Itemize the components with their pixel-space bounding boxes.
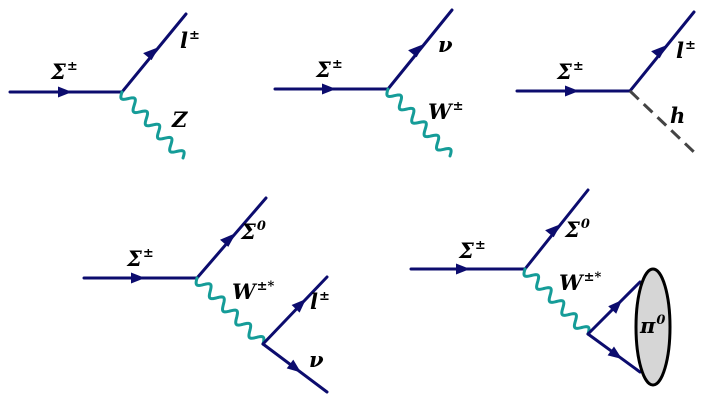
d3-lepton-arrow: [651, 45, 667, 59]
d4-sigma0-label: Σ0: [240, 219, 266, 244]
d3-higgs-scalar-line: [628, 89, 697, 155]
d1-incoming-arrow: [58, 86, 72, 98]
diagram-sigma-to-sigma0-lepton-nu: Σ± Σ0 W±* l± ν: [82, 196, 330, 394]
d2-incoming-arrow: [322, 83, 336, 95]
d4-lepton-label: l±: [310, 289, 330, 314]
d5-sigma0-label: Σ0: [564, 217, 590, 242]
diagram-sigma-to-nu-w: Σ± ν W±: [273, 8, 464, 158]
d1-z-label: Z: [171, 107, 188, 132]
d4-w-label: W±*: [232, 279, 274, 304]
d3-higgs-label: h: [670, 103, 685, 128]
d1-lepton-label: l±: [180, 28, 200, 53]
diagram-sigma-to-lepton-z: Σ± l± Z: [8, 12, 200, 160]
d5-lower-quark-arrow: [607, 346, 622, 359]
d3-sigma-label: Σ±: [556, 59, 584, 84]
d1-z-boson-line: [119, 90, 186, 160]
d5-pion-label: π0: [639, 313, 665, 338]
d5-w-boson-line: [522, 267, 591, 336]
d4-outgoing-lepton-line: [261, 275, 329, 346]
d2-nu-label: ν: [438, 32, 453, 57]
d4-nu-label: ν: [309, 347, 324, 372]
d2-sigma-label: Σ±: [315, 57, 343, 82]
d5-incoming-arrow: [456, 263, 470, 275]
d4-lepton-arrow: [291, 299, 306, 313]
diagram-sigma-to-lepton-higgs: Σ± l± h: [515, 10, 697, 155]
d5-sigma0-arrow: [545, 224, 561, 238]
d2-w-label: W±: [428, 99, 464, 124]
d5-w-label: W±*: [559, 270, 601, 295]
d3-lepton-label: l±: [676, 38, 696, 63]
d2-nu-arrow: [408, 44, 424, 58]
d5-sigma-label: Σ±: [458, 238, 486, 263]
d4-sigma-label: Σ±: [126, 246, 154, 271]
d5-pion-blob: [634, 267, 672, 387]
d4-sigma0-arrow: [220, 233, 236, 247]
d2-w-boson-line: [385, 87, 453, 158]
d5-upper-quark-arrow: [608, 300, 622, 314]
d4-nu-arrow: [286, 359, 301, 373]
diagram-sigma-to-sigma0-pion: Σ± Σ0 W±* π0: [409, 188, 672, 387]
d4-incoming-arrow: [131, 272, 145, 284]
d1-sigma-label: Σ±: [50, 59, 78, 84]
d4-w-boson-line: [194, 276, 266, 346]
d1-lepton-arrow: [143, 47, 159, 61]
d3-incoming-arrow: [565, 85, 579, 97]
